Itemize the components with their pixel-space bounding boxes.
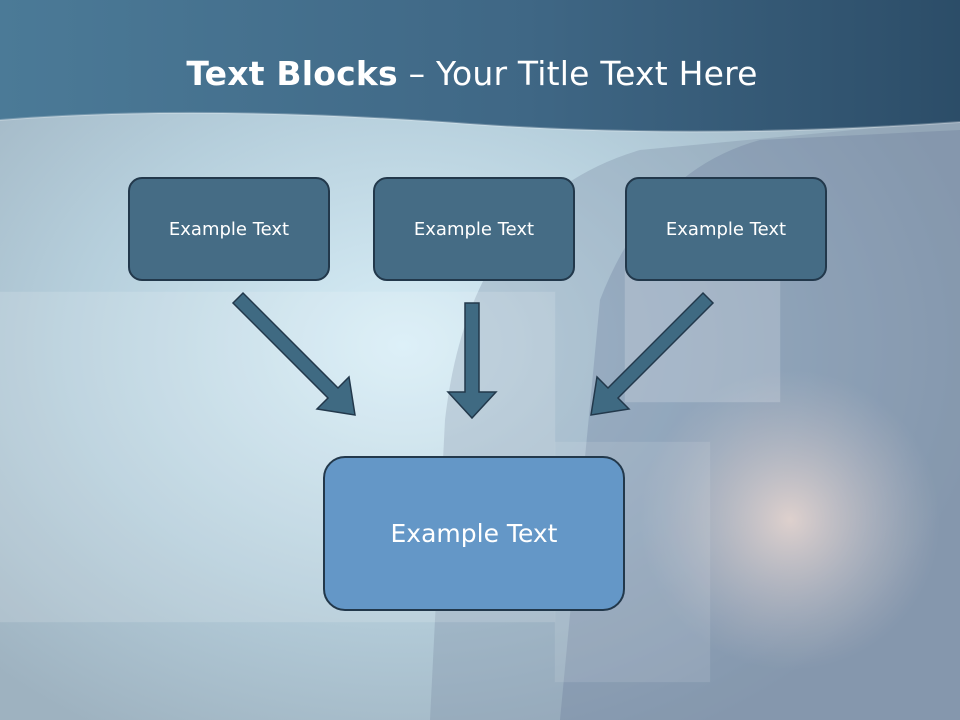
arrow-right <box>590 291 715 416</box>
text-block-2[interactable]: Example Text <box>373 177 575 281</box>
target-block-label: Example Text <box>390 519 558 548</box>
arrow-center <box>446 302 498 420</box>
title-rest: Your Title Text Here <box>435 54 758 93</box>
slide-title: Text Blocks – Your Title Text Here <box>0 52 944 96</box>
title-bold-part: Text Blocks <box>186 54 398 93</box>
text-block-2-label: Example Text <box>413 218 535 240</box>
arrow-left <box>231 291 356 416</box>
text-block-3-label: Example Text <box>665 218 787 240</box>
target-block[interactable]: Example Text <box>323 456 625 611</box>
text-block-3[interactable]: Example Text <box>625 177 827 281</box>
title-dash: – <box>397 54 436 93</box>
text-block-1-label: Example Text <box>168 218 290 240</box>
text-block-1[interactable]: Example Text <box>128 177 330 281</box>
